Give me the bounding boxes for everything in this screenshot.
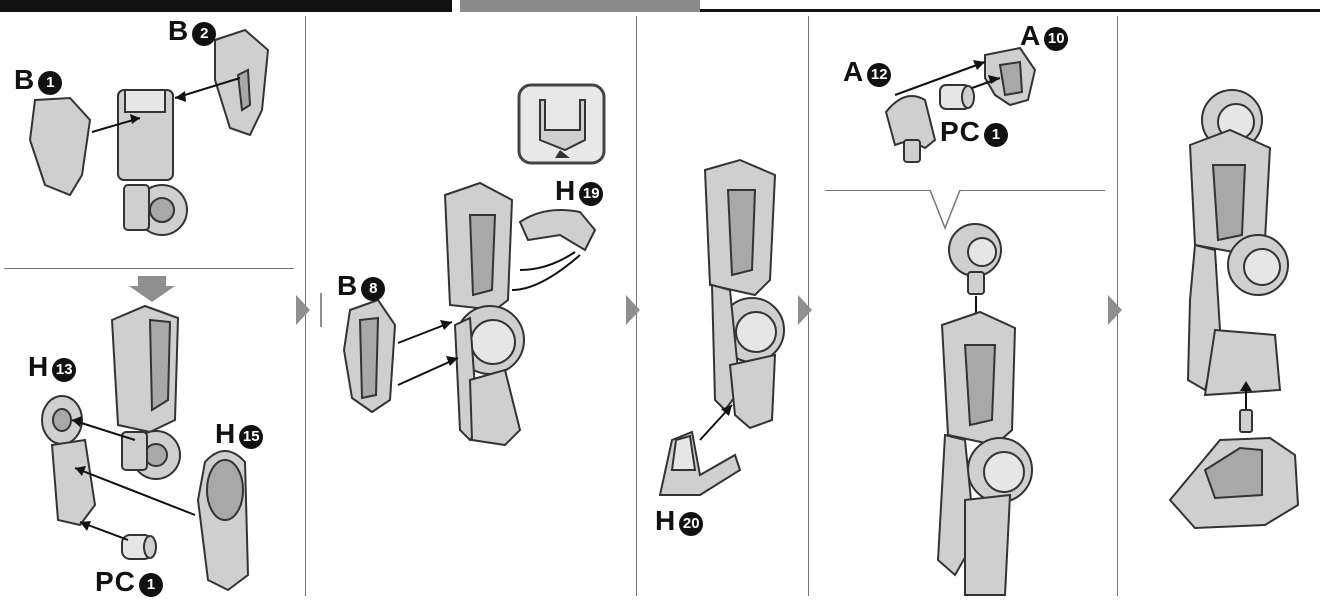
label-letter: H [555,175,576,206]
label-letter: H [28,351,49,382]
upper-leg-frame [118,90,187,235]
label-number: 1 [139,573,163,597]
leg-assembly-2 [938,312,1032,595]
label-letter: B [337,270,358,301]
label-number: 1 [984,123,1008,147]
foot-part [1170,410,1298,528]
completed-leg [1188,90,1288,395]
label-letter: A [843,56,864,87]
label-letter: PC [940,116,981,147]
leg-assembly [705,160,784,428]
part-pc1-small [940,85,974,109]
label-number: 12 [867,63,891,87]
detail-callout [519,85,604,163]
label-number: 13 [52,358,76,382]
label-number: 1 [38,71,62,95]
part-h15 [198,451,248,590]
part-h13 [42,396,95,525]
label-number: 2 [192,22,216,46]
label-number: 10 [1044,27,1068,51]
part-b1 [30,98,90,195]
knee-assembly [445,183,524,445]
label-number: 8 [361,277,385,301]
label-letter: H [215,418,236,449]
label-letter: B [14,64,35,95]
ankle-joint [949,224,1001,294]
label-letter: H [655,505,676,536]
part-h20 [660,432,740,495]
label-letter: B [168,15,189,46]
part-a12 [886,96,935,162]
label-letter: PC [95,566,136,597]
label-number: 19 [579,182,603,206]
part-b8 [344,300,395,412]
label-letter: A [1020,20,1041,51]
upper-leg-assembled [112,306,180,479]
label-number: 20 [679,512,703,536]
part-h19 [520,210,595,250]
label-number: 15 [239,425,263,449]
